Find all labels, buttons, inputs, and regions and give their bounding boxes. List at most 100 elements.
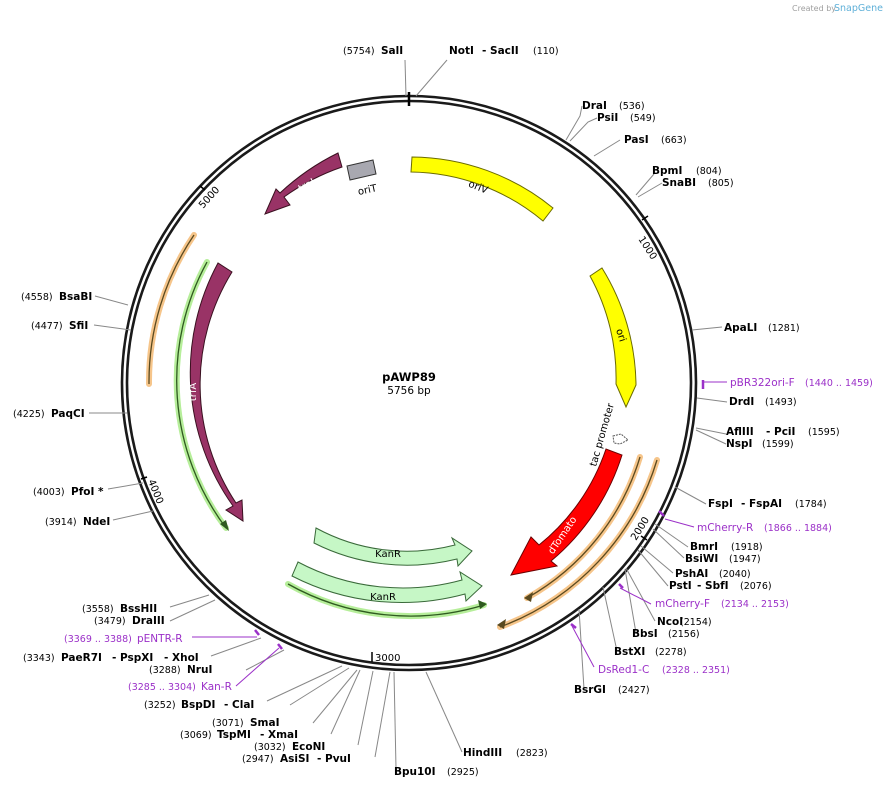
primer-connectors [192, 380, 727, 687]
site-pos-psh: (2040) [719, 569, 751, 580]
site-name-sbf[interactable]: - SbfI [697, 580, 729, 592]
site-name-bsp[interactable]: BspDI [181, 699, 215, 711]
feature-traJ[interactable] [264, 152, 343, 215]
tick-label-5000: 5000 [197, 185, 222, 211]
bracket-orange-right-outer-line [499, 459, 658, 628]
site-name-drd[interactable]: DrdI [729, 396, 754, 408]
tick-label-3000: 3000 [375, 653, 400, 664]
site-name-bpu[interactable]: Bpu10I [394, 766, 436, 778]
site-name-pst[interactable]: PstI [669, 580, 692, 592]
feature-kanR-1[interactable] [313, 527, 473, 568]
primer-range-pentr: (3369 .. 3388) [64, 634, 132, 645]
site-name-sma[interactable]: SmaI [250, 717, 280, 729]
site-name-nco[interactable]: NcoI [657, 616, 683, 628]
bracket-arrowhead-4 [220, 520, 229, 531]
feature-ori[interactable] [589, 267, 637, 409]
site-pos-tsp: (3069) [180, 730, 212, 741]
site-name-bmr[interactable]: BmrI [690, 541, 718, 553]
site-name-nsp[interactable]: NspI [726, 438, 752, 450]
site-name-hind[interactable]: HindIII [463, 747, 502, 759]
site-pos-nsp: (1599) [762, 439, 794, 450]
tick-1000 [641, 215, 649, 221]
site-name-nde[interactable]: NdeI [83, 516, 110, 528]
site-name-bsabi[interactable]: BsaBI [59, 291, 92, 303]
feature-label-ori: ori [613, 328, 627, 344]
site-name-nru[interactable]: NruI [187, 664, 212, 676]
site-pos-bbs: (2156) [668, 629, 700, 640]
primer-range-mchr: (1866 .. 1884) [764, 523, 832, 534]
site-name-tsp[interactable]: TspMI [217, 729, 251, 741]
site-name-fsp[interactable]: FspI [708, 498, 733, 510]
site-name-bsiwi[interactable]: BsiWI [685, 553, 718, 565]
site-pos-psi: (549) [630, 113, 656, 124]
site-name-xma[interactable]: - XmaI [260, 729, 298, 741]
site-name-dra[interactable]: DraI [582, 100, 607, 112]
site-name-psh[interactable]: PshAI [675, 568, 708, 580]
bracket-orange-right-outer [497, 457, 660, 630]
site-pos-bsiwi: (1947) [729, 554, 761, 565]
site-pos-nde: (3914) [45, 517, 77, 528]
primer-name-dsred[interactable]: DsRed1-C [598, 664, 649, 676]
primer-name-pentr[interactable]: pENTR-R [137, 633, 183, 645]
bracket-arrowhead-1 [497, 619, 506, 629]
site-pos-pst: (2076) [740, 581, 772, 592]
site-name-pae[interactable]: PaeR7I [61, 652, 102, 664]
feature-dTomato[interactable] [510, 448, 623, 576]
site-pos-hind: (2823) [516, 748, 548, 759]
site-name-fspai[interactable]: - FspAI [741, 498, 782, 510]
site-name-cla[interactable]: - ClaI [224, 699, 254, 711]
site-pos-bsrgi: (2427) [618, 685, 650, 696]
site-name-bsshii[interactable]: BssHII [120, 603, 157, 615]
site-name-not[interactable]: NotI [449, 45, 474, 57]
site-name-psi[interactable]: PsiI [597, 112, 618, 124]
site-name-sac[interactable]: - SacII [482, 45, 519, 57]
site-name-bbs[interactable]: BbsI [632, 628, 658, 640]
site-name-bsrgi[interactable]: BsrGI [574, 684, 606, 696]
site-name-xho[interactable]: - XhoI [164, 652, 199, 664]
feature-label-trfA: trfA [188, 383, 199, 402]
site-name-apa[interactable]: ApaLI [724, 322, 757, 334]
site-name-pas[interactable]: PasI [624, 134, 649, 146]
site-name-asi[interactable]: AsiSI [280, 753, 309, 765]
site-pos-dra: (536) [619, 101, 645, 112]
site-pos-bsp: (3252) [144, 700, 176, 711]
bracket-orange-right-inner-line [526, 456, 641, 599]
site-pos-afl: (1595) [808, 427, 840, 438]
primer-name-mchf[interactable]: mCherry-F [655, 598, 710, 610]
primer-range-dsred: (2328 .. 2351) [662, 665, 730, 676]
site-pos-pae: (3343) [23, 653, 55, 664]
plasmid-name: pAWP89 [382, 370, 436, 384]
site-pos-sal: (5754) [343, 46, 375, 57]
feature-tac-promoter[interactable] [612, 433, 629, 445]
site-name-pvu[interactable]: - PvuI [317, 753, 351, 765]
feature-label-kanR-1: KanR [375, 549, 401, 560]
site-pos-bsabi: (4558) [21, 292, 53, 303]
site-name-pfo[interactable]: PfoI * [71, 486, 104, 498]
site-name-sfi[interactable]: SfiI [69, 320, 88, 332]
feature-trfA[interactable] [189, 262, 244, 522]
feature-oriV[interactable] [410, 156, 554, 222]
site-name-sna[interactable]: SnaBI [662, 177, 696, 189]
primer-name-kanr[interactable]: Kan-R [201, 681, 232, 693]
site-pos-drd: (1493) [765, 397, 797, 408]
site-pos-draiii: (3479) [94, 616, 126, 627]
site-name-pspxi[interactable]: - PspXI [112, 652, 153, 664]
site-pos-bpm: (804) [696, 166, 722, 177]
tick-2000 [640, 535, 648, 541]
site-name-bpm[interactable]: BpmI [652, 165, 682, 177]
site-name-paq[interactable]: PaqCI [51, 408, 85, 420]
site-pos-fsp: (1784) [795, 499, 827, 510]
site-name-draiii[interactable]: DraIII [132, 615, 165, 627]
primer-name-mchr[interactable]: mCherry-R [697, 522, 753, 534]
site-name-afl[interactable]: AflIII [726, 426, 754, 438]
site-pos-bstxi: (2278) [655, 647, 687, 658]
feature-oriT[interactable] [346, 159, 377, 181]
site-pos-asi: (2947) [242, 754, 274, 765]
site-name-eco[interactable]: EcoNI [292, 741, 325, 753]
primer-name-pbr[interactable]: pBR322ori-F [730, 377, 795, 389]
site-name-pci[interactable]: - PciI [766, 426, 795, 438]
site-name-bstxi[interactable]: BstXI [614, 646, 645, 658]
site-name-sal[interactable]: SalI [381, 45, 403, 57]
feature-kanR-2[interactable] [291, 561, 483, 604]
site-pos-apa: (1281) [768, 323, 800, 334]
